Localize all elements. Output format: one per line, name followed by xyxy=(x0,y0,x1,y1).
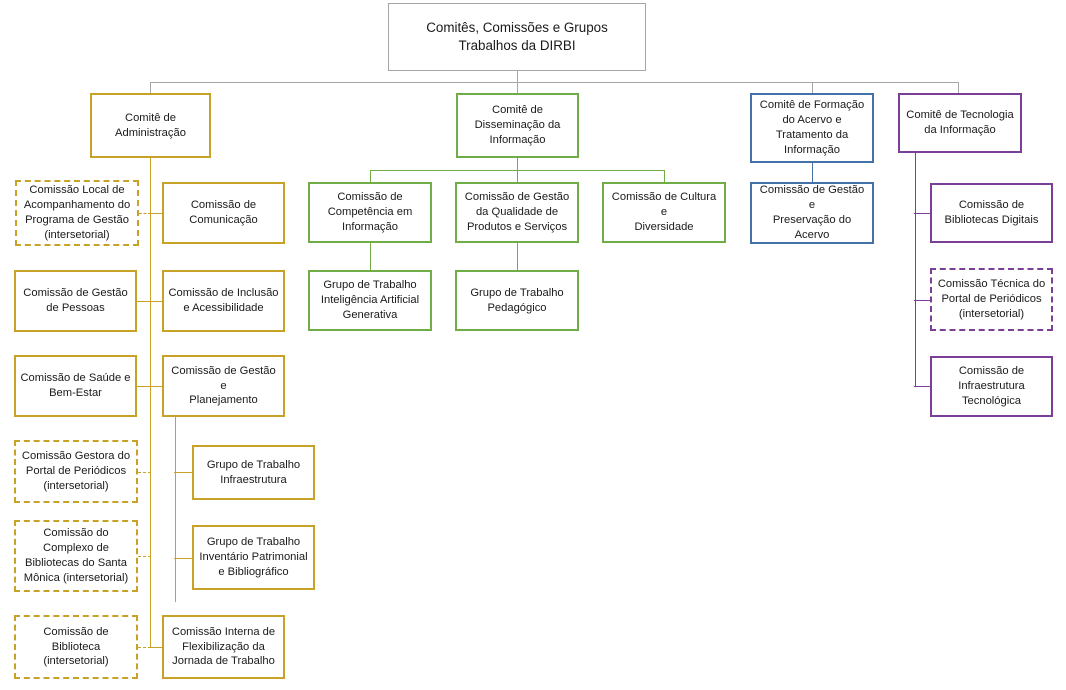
committee-tecnologia-informacao[interactable]: Comitê de Tecnologia da Informação xyxy=(898,93,1022,153)
spine-disseminacao xyxy=(517,158,518,171)
commission-gestora-portal-periodicos[interactable]: Comissão Gestora do Portal de Periódicos… xyxy=(14,440,138,503)
working-group-pedagogico[interactable]: Grupo de Trabalho Pedagógico xyxy=(455,270,579,331)
working-group-infraestrutura[interactable]: Grupo de Trabalho Infraestrutura xyxy=(192,445,315,500)
connector-right-row2 xyxy=(149,301,163,302)
working-group-inventario-patrimonial[interactable]: Grupo de Trabalho Inventário Patrimonial… xyxy=(192,525,315,590)
connector-gt-pedagogico xyxy=(517,243,518,270)
committee-disseminacao[interactable]: Comitê de Disseminação da Informação xyxy=(456,93,579,158)
commission-gestao-preservacao-acervo[interactable]: Comissão de Gestão e Preservação do Acer… xyxy=(750,182,874,244)
connector-drop-cultura xyxy=(664,170,665,182)
commission-infraestrutura-tecnologica[interactable]: Comissão de Infraestrutura Tecnológica xyxy=(930,356,1053,417)
connector-drop-disseminacao xyxy=(517,82,518,93)
connector-left-row6 xyxy=(138,647,151,648)
commission-gestao-pessoas[interactable]: Comissão de Gestão de Pessoas xyxy=(14,270,137,332)
connector-left-row3 xyxy=(137,386,151,387)
commission-gestao-qualidade-produtos-servicos[interactable]: Comissão de Gestão da Qualidade de Produ… xyxy=(455,182,579,243)
commission-cultura-diversidade[interactable]: Comissão de Cultura e Diversidade xyxy=(602,182,726,243)
connector-left-row5 xyxy=(138,556,151,557)
commission-interna-flexibilizacao-jornada[interactable]: Comissão Interna de Flexibilização da Jo… xyxy=(162,615,285,679)
connector-gt-inventario xyxy=(174,558,193,559)
commission-saude-bem-estar[interactable]: Comissão de Saúde e Bem-Estar xyxy=(14,355,137,417)
commission-tecnica-portal-periodicos[interactable]: Comissão Técnica do Portal de Periódicos… xyxy=(930,268,1053,331)
working-group-inteligencia-artificial-generativa[interactable]: Grupo de Trabalho Inteligência Artificia… xyxy=(308,270,432,331)
connector-left-row2 xyxy=(137,301,151,302)
connector-left-row4 xyxy=(138,472,151,473)
connector-right-row6 xyxy=(149,647,163,648)
spine-formacao-acervo xyxy=(812,163,813,182)
connector-infraestrutura-tecnologica xyxy=(914,386,932,387)
connector-root-stem xyxy=(517,71,518,82)
connector-top-bar xyxy=(150,82,958,83)
committee-formacao-acervo[interactable]: Comitê de Formação do Acervo e Tratament… xyxy=(750,93,874,163)
connector-gt-infraestrutura xyxy=(174,472,193,473)
connector-bibliotecas-digitais xyxy=(914,213,932,214)
connector-tecnica-portal-periodicos xyxy=(914,300,932,301)
commission-inclusao-acessibilidade[interactable]: Comissão de Inclusão e Acessibilidade xyxy=(162,270,285,332)
connector-right-row3 xyxy=(149,386,163,387)
commission-gestao-planejamento[interactable]: Comissão de Gestão e Planejamento xyxy=(162,355,285,417)
connector-drop-administracao xyxy=(150,82,151,93)
connector-left-row1 xyxy=(139,213,151,214)
connector-drop-formacao xyxy=(812,82,813,93)
commission-local-acompanhamento-gestao[interactable]: Comissão Local de Acompanhamento do Prog… xyxy=(15,180,139,246)
commission-competencia-informacao[interactable]: Comissão de Competência em Informação xyxy=(308,182,432,243)
commission-biblioteca-intersetorial[interactable]: Comissão de Biblioteca (intersetorial) xyxy=(14,615,138,679)
spine-tecnologia xyxy=(915,153,916,386)
spine-administracao xyxy=(150,158,151,648)
commission-complexo-bibliotecas-santa-monica[interactable]: Comissão do Complexo de Bibliotecas do S… xyxy=(14,520,138,592)
connector-drop-competencia xyxy=(370,170,371,182)
committee-administracao[interactable]: Comitê de Administração xyxy=(90,93,211,158)
commission-bibliotecas-digitais[interactable]: Comissão de Bibliotecas Digitais xyxy=(930,183,1053,243)
connector-right-row1 xyxy=(149,213,163,214)
connector-gt-ia-generativa xyxy=(370,243,371,270)
connector-drop-tecnologia xyxy=(958,82,959,93)
commission-comunicacao[interactable]: Comissão de Comunicação xyxy=(162,182,285,244)
root-node-dirbi[interactable]: Comitês, Comissões e Grupos Trabalhos da… xyxy=(388,3,646,71)
spine-gestao-planejamento xyxy=(175,417,176,602)
connector-drop-qualidade xyxy=(517,170,518,182)
